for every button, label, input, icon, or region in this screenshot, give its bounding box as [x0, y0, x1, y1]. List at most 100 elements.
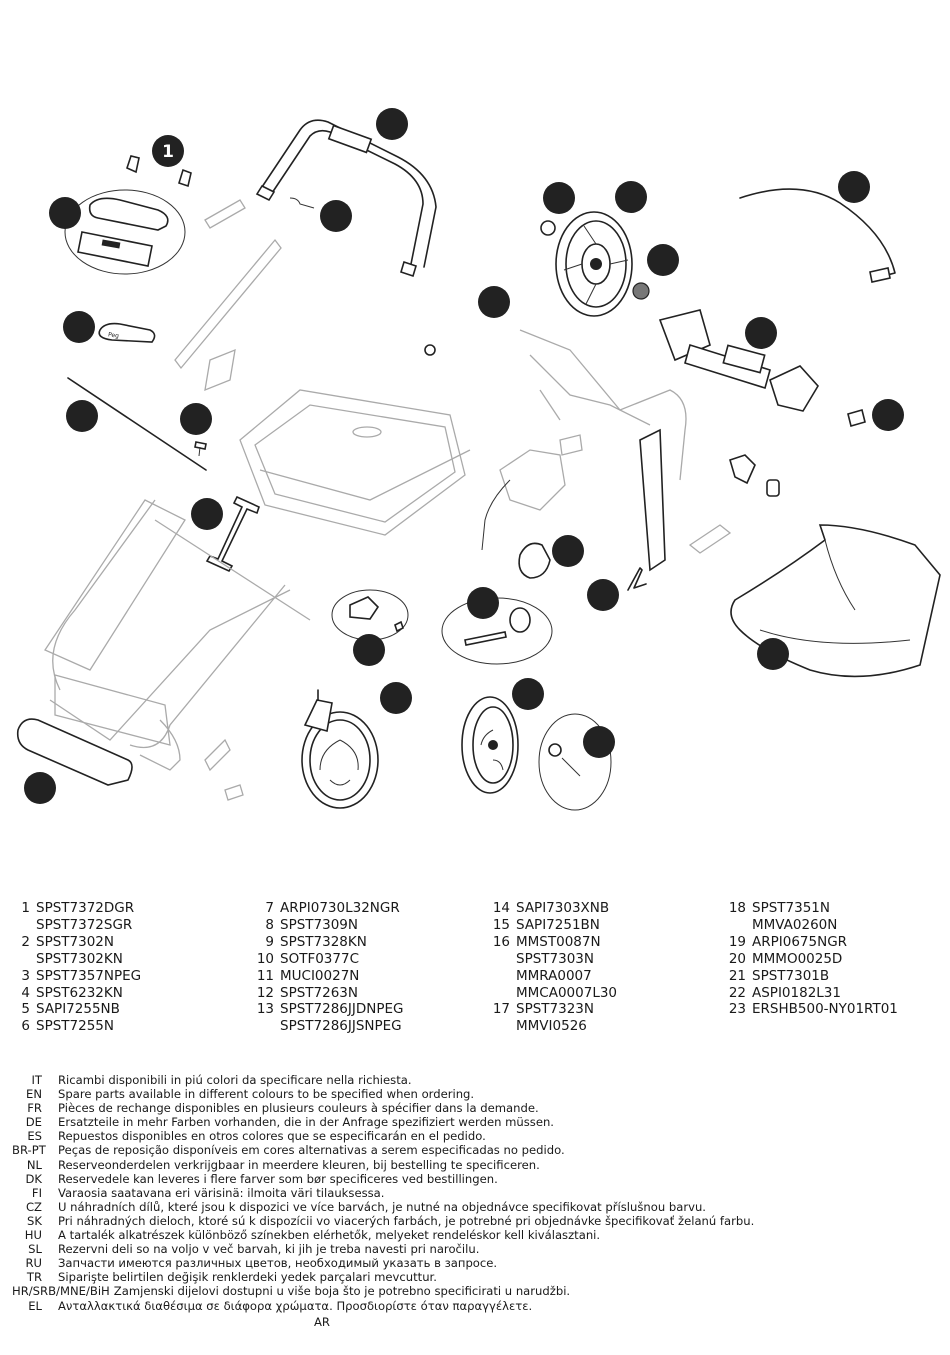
note-language-code: FR [27, 1101, 42, 1116]
basket-frame [239, 389, 471, 536]
part-2-handle-grip [64, 189, 186, 275]
note-language-code: IT [31, 1073, 42, 1087]
part-10-11-12-13-axle-assembly [424, 329, 687, 572]
note-row: SL Rezervni deli so na voljo v več barvah… [12, 1242, 754, 1256]
part-code: SPST7372SGR [36, 916, 133, 933]
footrest [16, 718, 133, 786]
part-15-clip [627, 567, 647, 591]
part-number: 4 [21, 984, 30, 1001]
part-code: MUCI0027N [280, 967, 360, 984]
part-number: 20 [728, 950, 746, 967]
note-text: U náhradních dílů, které jsou k dispozic… [58, 1199, 706, 1214]
part-number [480, 951, 510, 968]
part-code: SPST7357NPEG [36, 967, 142, 984]
part-number: 15 [492, 916, 510, 933]
part-18-front-axle [658, 309, 866, 427]
note-language-code: DE [25, 1115, 42, 1130]
part-number [480, 1018, 510, 1035]
part-code: SPST7309N [280, 916, 358, 933]
part-code: MMRA0007 [516, 967, 592, 984]
note-text: Ricambi disponibili in piú colori da spe… [58, 1073, 412, 1087]
part-number: 2 [21, 933, 30, 950]
part-22-front-wheel [301, 689, 379, 809]
part-code: ARPI0730L32NGR [280, 900, 400, 916]
note-language-code: NL [26, 1157, 42, 1172]
part-number [0, 917, 30, 934]
note-row: FR Pièces de rechange disponibles en plus… [12, 1101, 754, 1115]
part-row: 17 SPST7323N [480, 1001, 617, 1018]
part-code: SAPI7255NB [36, 1001, 120, 1018]
part-code: SPST7286JJSNPEG [280, 1018, 402, 1035]
part-number: 21 [728, 967, 746, 984]
part-row: SPST7303N [480, 951, 617, 968]
note-language-code: BR-PT [12, 1143, 46, 1158]
part-row: 22 ASPI0182L31 [716, 985, 898, 1002]
part-row: 8 SPST7309N [244, 917, 403, 934]
part-code: MMCA0007L30 [516, 984, 618, 1001]
part-row: 15 SAPI7251BN [480, 917, 617, 934]
note-language-code: EL [28, 1298, 42, 1313]
detail-hub-ellipse-2 [441, 597, 553, 665]
part-16-rear-wheel [540, 211, 650, 317]
note-text: Zamjenski dijelovi dostupni u više boja … [113, 1284, 571, 1299]
part-number: 1 [21, 900, 30, 916]
part-number [480, 985, 510, 1002]
part-5-screw [194, 441, 207, 457]
part-number: 8 [265, 916, 274, 933]
note-text: Repuestos disponibles en otros colores q… [58, 1129, 486, 1144]
part-code: SPST7302N [36, 933, 114, 950]
part-23-small-wheel [461, 696, 519, 794]
note-text: Ανταλλακτικά διαθέσιμα σε διάφορα χρώματ… [58, 1298, 533, 1313]
note-language-code: HR/SRB/MNE/BiH [12, 1284, 110, 1299]
part-row: 2 SPST7302N [0, 934, 141, 951]
part-19-20-fittings [688, 454, 780, 554]
part-number: 12 [256, 984, 274, 1001]
note-text: Pièces de rechange disponibles en plusie… [58, 1101, 539, 1116]
note-language-code: SL [28, 1242, 42, 1257]
note-language-code: TR [26, 1270, 42, 1285]
note-language-code: FI [31, 1185, 42, 1200]
note-text: Reservedele kan leveres i flere farver s… [58, 1171, 498, 1186]
part-row: MMRA0007 [480, 968, 617, 985]
svg-text:Peg: Peg [108, 331, 120, 339]
part-6-bracket [205, 495, 260, 573]
note-language-code: HU [24, 1228, 42, 1243]
part-row: MMCA0007L30 [480, 985, 617, 1002]
part-number [244, 1018, 274, 1035]
part-number: 11 [256, 967, 274, 984]
note-language-code: EN [26, 1087, 42, 1102]
part-number: 19 [728, 933, 746, 950]
part-1-grip-covers [126, 155, 192, 188]
part-row: MMVA0260N [716, 917, 898, 934]
part-number: 6 [21, 1018, 30, 1035]
part-code: SPST7323N [516, 1001, 594, 1018]
part-code: SAPI7251BN [516, 916, 600, 933]
part-number: 23 [728, 1001, 746, 1018]
part-21-seat-fabric [730, 524, 941, 678]
part-number: 22 [728, 984, 746, 1001]
part-number: 7 [265, 900, 274, 916]
ar-language-label: AR [314, 1315, 330, 1329]
note-text: Запчасти имеются различных цветов, необх… [58, 1256, 498, 1271]
note-text: Pri náhradných dieloch, ktoré sú k dispo… [58, 1213, 755, 1228]
note-text: Peças de reposição disponíveis em cores … [58, 1143, 565, 1158]
note-row: EL Ανταλλακτικά διαθέσιμα σε διάφορα χρώμ… [12, 1299, 754, 1313]
note-text: Rezervni deli so na voljo v več barvah, … [58, 1242, 480, 1257]
part-code: ASPI0182L31 [752, 984, 841, 1001]
part-number: 17 [492, 1001, 510, 1018]
note-text: Siparişte belirtilen değişik renklerdeki… [58, 1270, 437, 1285]
part-code: SOTF0377C [280, 950, 359, 967]
part-number: 3 [21, 967, 30, 984]
part-code: SPST7328KN [280, 933, 367, 950]
note-text: Ersatzteile in mehr Farben vorhanden, di… [58, 1115, 554, 1130]
